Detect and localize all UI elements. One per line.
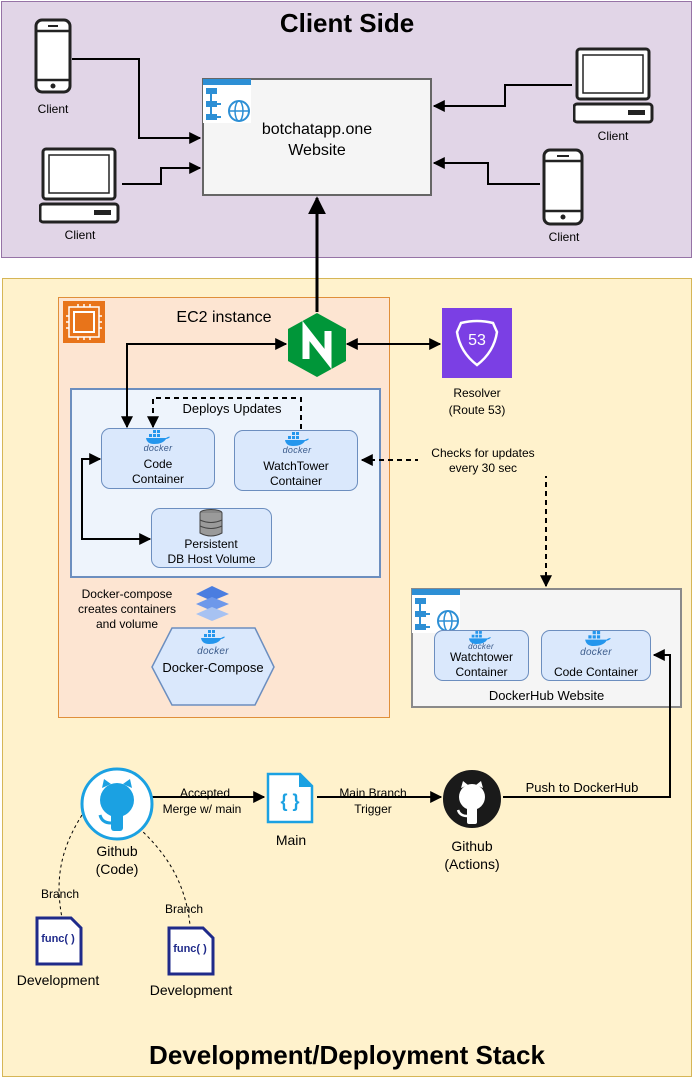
ec2-icon <box>63 301 105 348</box>
push-dockerhub-label: Push to DockerHub <box>525 780 639 795</box>
docker-whale-icon <box>468 631 492 649</box>
github-code-label: Github <box>96 843 138 859</box>
github-actions-label: (Actions) <box>444 856 500 872</box>
branch-label: Branch <box>164 902 204 916</box>
compose-note: and volume <box>95 617 159 631</box>
github-actions-label: Github <box>451 838 493 854</box>
db-volume-label: DB Host Volume <box>167 552 256 566</box>
nginx-icon <box>286 312 348 383</box>
client-side-title: Client Side <box>279 8 415 38</box>
docker-whale-icon <box>145 430 171 449</box>
desktop-computer-icon <box>38 146 121 229</box>
accepted-merge-label: Accepted <box>179 786 231 800</box>
mobile-phone-icon <box>34 18 72 99</box>
docker-wordmark: docker <box>580 647 612 658</box>
function-icon-label: func( ) <box>173 943 207 955</box>
code-container-label: Container <box>131 472 185 486</box>
function-icon <box>35 916 83 971</box>
ec2-label: EC2 instance <box>176 309 272 326</box>
docker-wordmark: docker <box>197 646 229 657</box>
development-label: Development <box>149 982 233 998</box>
docker-whale-icon <box>584 631 612 651</box>
hub-watchtower-label: Container <box>455 665 508 679</box>
github-icon <box>80 767 154 846</box>
checks-updates-label: every 30 sec <box>418 461 548 476</box>
route53-badge: 53 <box>468 332 486 349</box>
hub-watchtower-label: Watchtower <box>450 650 513 664</box>
svg-text:{ }: { } <box>280 791 299 811</box>
website-subtitle: Website <box>288 142 346 159</box>
code-container-label: Code <box>143 457 173 471</box>
hub-code-label: Code Container <box>553 665 639 679</box>
docker-wordmark: docker <box>468 642 494 651</box>
database-icon <box>198 509 224 542</box>
docker-whale-icon <box>200 630 226 649</box>
docker-compose-label: Docker-Compose <box>162 660 264 675</box>
function-icon <box>167 926 215 981</box>
client-label: Client <box>597 129 629 143</box>
db-volume-label: Persistent <box>184 537 238 551</box>
docker-wordmark: docker <box>282 445 312 455</box>
web-app-icon <box>412 589 460 638</box>
function-icon-label: func( ) <box>41 933 75 945</box>
stack-title: Development/Deployment Stack <box>149 1040 545 1070</box>
compose-note: Docker-compose <box>81 587 173 601</box>
main-label: Main <box>275 832 307 848</box>
website-name: botchatapp.one <box>261 121 373 138</box>
branch-label: Branch <box>40 887 80 901</box>
client-label: Client <box>64 228 96 242</box>
main-branch-label: Main Branch <box>339 786 407 800</box>
checks-updates-label: Checks for updates <box>418 446 548 461</box>
accepted-merge-label: Merge w/ main <box>162 802 242 816</box>
hub-code-container <box>541 630 651 681</box>
deploys-updates-label: Deploys Updates <box>173 401 291 416</box>
resolver-sublabel: (Route 53) <box>448 403 506 417</box>
github-code-label: (Code) <box>95 861 139 877</box>
dockerhub-label: DockerHub Website <box>488 688 605 703</box>
watchtower-container-label: Container <box>269 474 323 488</box>
json-braces-icon: { } <box>266 772 314 829</box>
client-label: Client <box>37 102 69 116</box>
docker-wordmark: docker <box>143 443 173 453</box>
client-label: Client <box>548 230 580 244</box>
resolver-label: Resolver <box>453 386 501 400</box>
github-actions-icon <box>443 770 501 833</box>
compose-note: creates containers <box>77 602 177 616</box>
watchtower-container-label: WatchTower <box>263 459 329 473</box>
mobile-phone-icon <box>542 148 584 231</box>
route53-icon <box>442 308 512 383</box>
desktop-computer-icon <box>572 46 655 129</box>
main-branch-label: Trigger <box>354 802 392 816</box>
development-label: Development <box>16 972 100 988</box>
docker-whale-icon <box>284 432 310 451</box>
web-app-icon <box>203 79 251 128</box>
